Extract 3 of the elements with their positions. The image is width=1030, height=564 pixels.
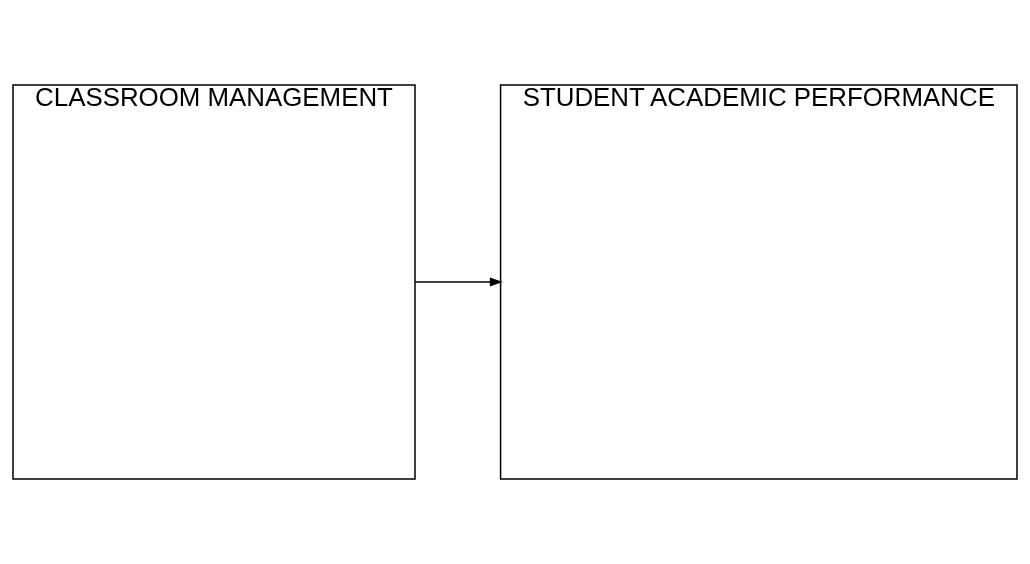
node-box: STUDENT ACADEMIC PERFORMANCE	[499, 84, 1018, 480]
arrow	[414, 277, 503, 287]
node-box: CLASSROOM MANAGEMENT	[12, 84, 416, 480]
